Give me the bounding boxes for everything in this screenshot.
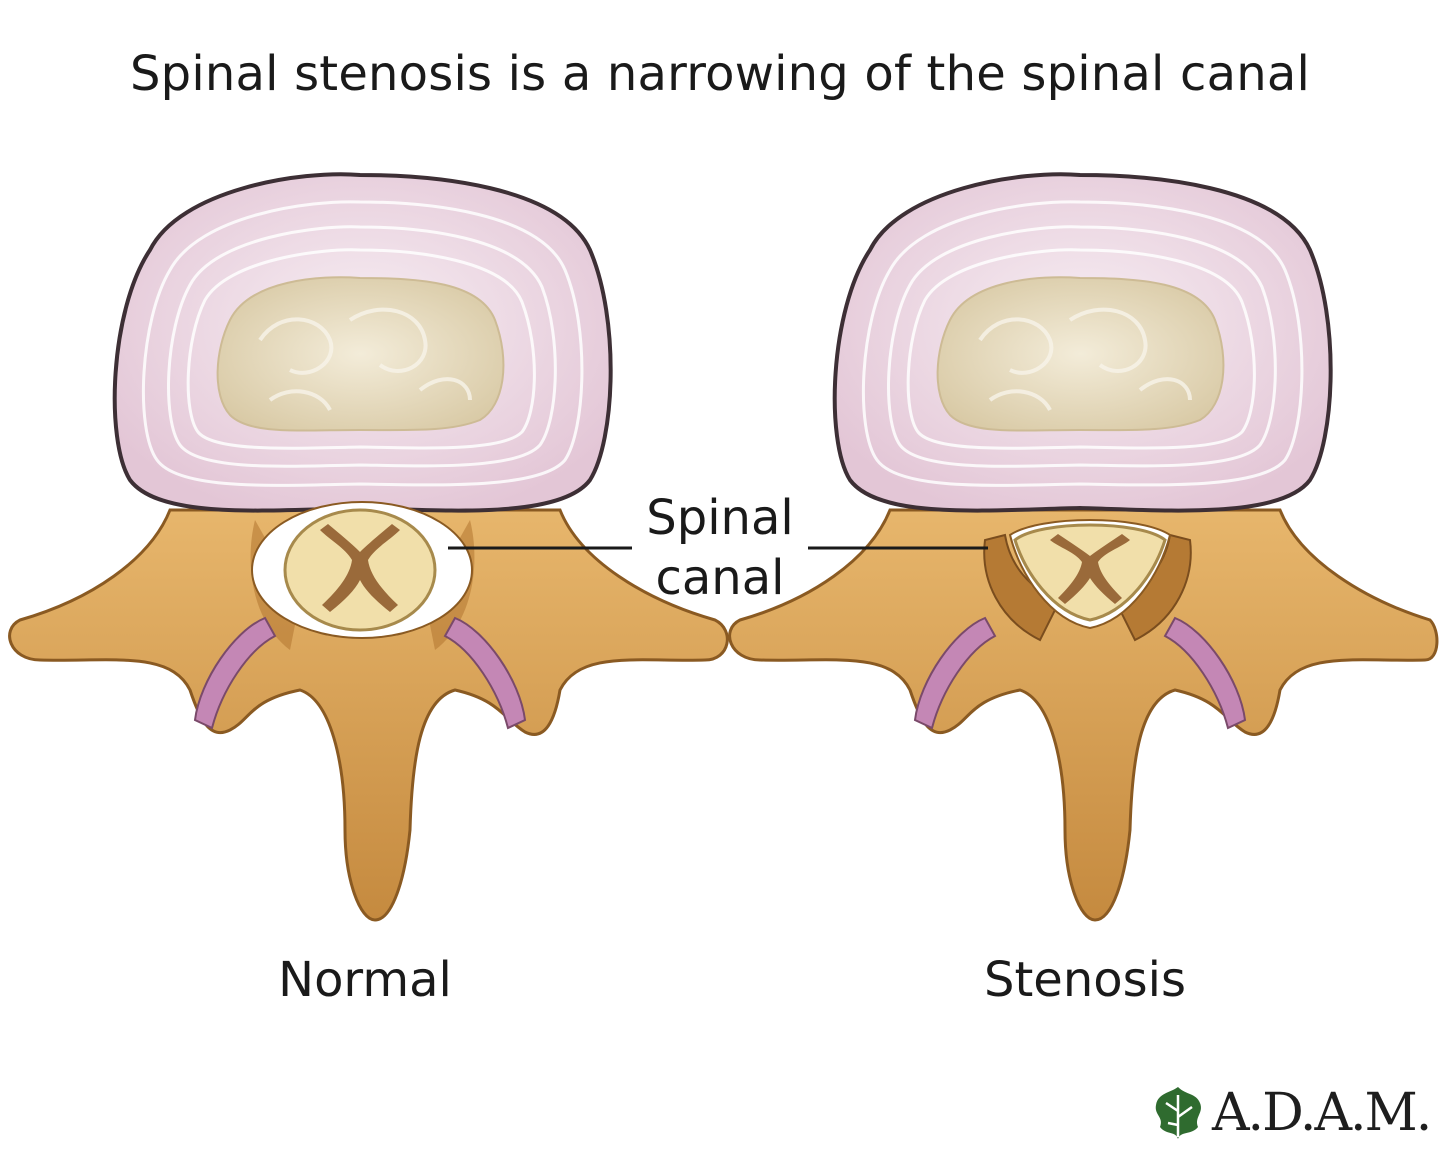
normal-ligament-right bbox=[443, 616, 527, 730]
stenosis-label: Stenosis bbox=[984, 952, 1186, 1008]
normal-label: Normal bbox=[278, 952, 452, 1008]
normal-grey-matter bbox=[320, 524, 400, 612]
stenosis-vertebra bbox=[728, 172, 1439, 922]
stenosis-nucleus bbox=[936, 276, 1225, 432]
spinal-canal-label-line1: Spinal bbox=[646, 490, 794, 546]
figure-title: Spinal stenosis is a narrowing of the sp… bbox=[129, 46, 1311, 102]
adam-leaf-logo-icon bbox=[1155, 1087, 1201, 1139]
stenosis-ligament-left bbox=[913, 616, 997, 730]
normal-vertebra bbox=[8, 172, 729, 922]
normal-ligament-left bbox=[193, 616, 277, 730]
adam-logo: A.D.A.M. bbox=[1150, 1078, 1432, 1148]
normal-posterior-arch bbox=[8, 508, 729, 922]
normal-nucleus bbox=[216, 276, 505, 432]
stenosis-ligament-right bbox=[1163, 616, 1247, 730]
adam-logo-text: A.D.A.M. bbox=[1212, 1083, 1432, 1143]
stenosis-posterior-arch bbox=[728, 508, 1439, 922]
stenosis-grey-matter bbox=[1050, 534, 1130, 604]
spinal-canal-label: Spinal canal bbox=[630, 488, 810, 608]
spinal-canal-label-line2: canal bbox=[655, 550, 785, 606]
